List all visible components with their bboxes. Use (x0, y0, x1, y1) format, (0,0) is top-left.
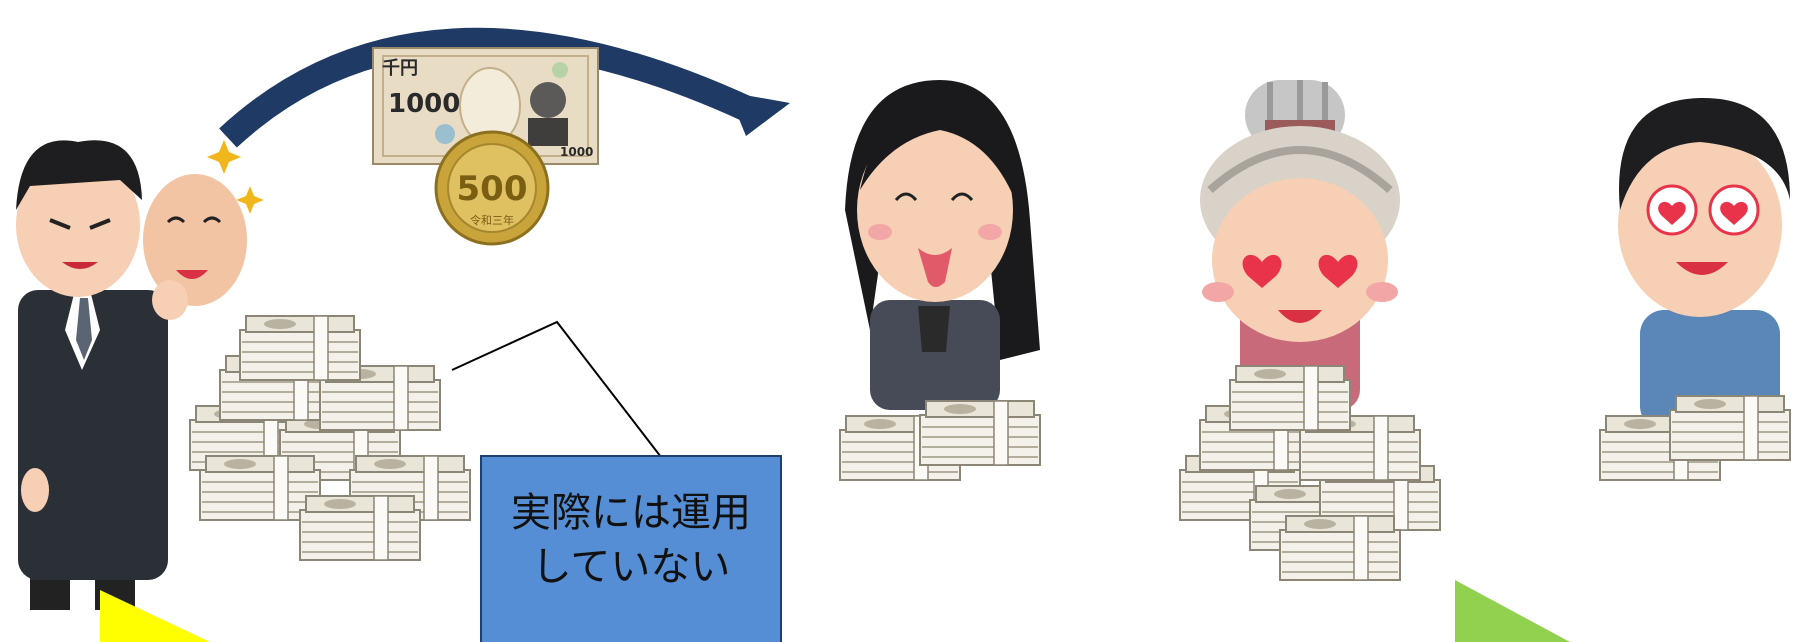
grandmother-heart-eyes-icon (1179, 80, 1441, 581)
banknote-header: 千円 (382, 58, 418, 79)
coin-value: 500 (457, 169, 528, 209)
money-stack-icon (189, 315, 471, 561)
curved-arrow-icon (219, 27, 790, 148)
banknote-corner-value: 1000 (560, 145, 593, 159)
callout-leader-line (451, 320, 662, 458)
callout-line-1: 実際には運用 (511, 489, 751, 536)
fraudster-with-mask-icon (16, 140, 247, 610)
coin-inscription: 令和三年 (470, 213, 514, 227)
callout-box: 実際には運用 していない (480, 455, 782, 642)
sparkle-icon (207, 140, 264, 214)
banknote-denomination: 1000 (388, 89, 460, 119)
yellow-arrow-icon (100, 590, 210, 642)
man-heart-eyes-icon (1599, 97, 1791, 481)
coin-icon: 500 令和三年 (434, 130, 550, 246)
woman-icon (839, 80, 1041, 481)
green-arrow-icon (1455, 580, 1570, 642)
callout-line-2: していない (531, 543, 731, 590)
